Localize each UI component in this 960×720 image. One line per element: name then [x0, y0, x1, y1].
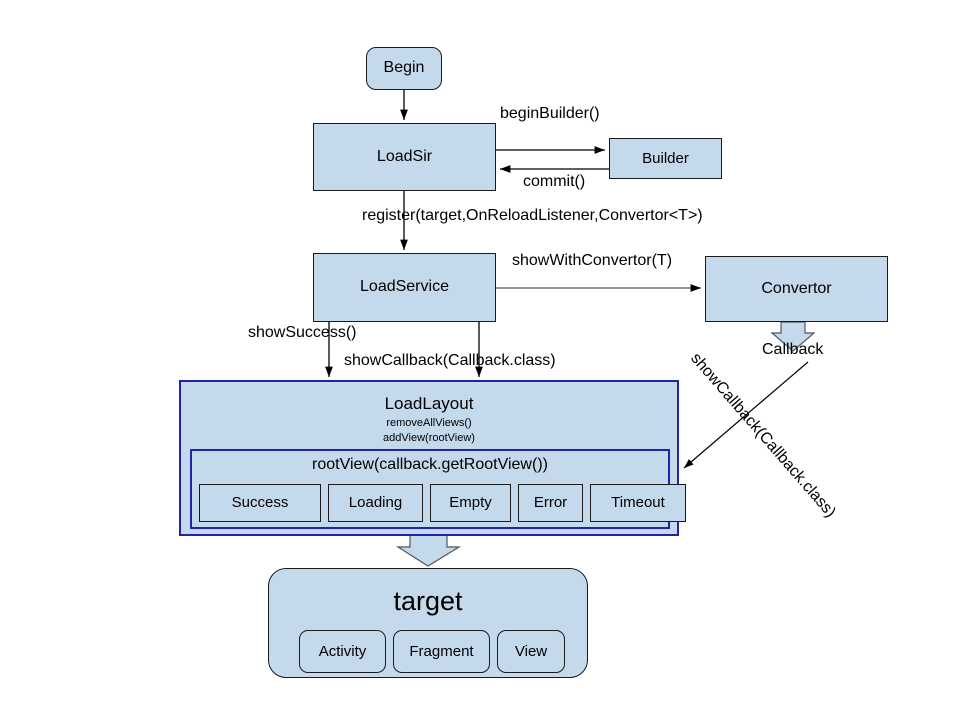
- node-loadservice[interactable]: LoadService: [313, 253, 496, 322]
- loadlayout-title: LoadLayout: [384, 394, 474, 413]
- target-chip-row: Activity Fragment View: [299, 630, 565, 673]
- target-chip-fragment-label: Fragment: [409, 642, 474, 660]
- target-title: target: [393, 586, 463, 616]
- loadlayout-header: LoadLayout removeAllViews() addView(root…: [181, 382, 677, 445]
- state-box-success-label: Success: [231, 494, 289, 512]
- node-loadlayout[interactable]: LoadLayout removeAllViews() addView(root…: [179, 380, 686, 536]
- target-chip-activity-label: Activity: [318, 642, 367, 660]
- loadlayout-subline-1: removeAllViews(): [386, 416, 472, 429]
- node-target[interactable]: target Activity Fragment View: [268, 568, 588, 678]
- state-box-empty-label: Empty: [449, 494, 492, 512]
- edge-label-callback: Callback: [762, 341, 824, 358]
- node-loadservice-label: LoadService: [360, 278, 449, 296]
- node-convertor[interactable]: Convertor: [705, 256, 888, 322]
- state-box-error-label: Error: [533, 494, 568, 512]
- node-rootview[interactable]: rootView(callback.getRootView()) Success…: [190, 449, 686, 529]
- node-loadsir[interactable]: LoadSir: [313, 123, 496, 191]
- edge-label-show-callback: showCallback(Callback.class): [344, 352, 556, 369]
- edge-label-callback-to-rootview: showCallback(Callback.class): [687, 350, 839, 521]
- loadlayout-subline-2: addView(rootView): [383, 432, 475, 445]
- node-convertor-label: Convertor: [761, 279, 832, 297]
- target-chip-fragment[interactable]: Fragment: [393, 630, 490, 673]
- target-chip-activity[interactable]: Activity: [299, 630, 386, 673]
- state-box-timeout-label: Timeout: [611, 494, 665, 512]
- node-begin[interactable]: Begin: [366, 47, 442, 90]
- target-chip-view[interactable]: View: [497, 630, 565, 673]
- state-box-empty[interactable]: Empty: [430, 484, 511, 522]
- edge-label-begin-builder: beginBuilder(): [500, 105, 600, 122]
- edge-label-register: register(target,OnReloadListener,Convert…: [362, 207, 703, 224]
- node-builder[interactable]: Builder: [609, 138, 722, 179]
- target-chip-view-label: View: [514, 642, 548, 660]
- state-box-loading[interactable]: Loading: [328, 484, 423, 522]
- state-box-row: Success Loading Empty Error Timeout: [199, 484, 686, 522]
- edge-label-show-with-convertor: showWithConvertor(T): [512, 252, 673, 269]
- edge-label-show-success: showSuccess(): [248, 324, 357, 341]
- state-box-timeout[interactable]: Timeout: [590, 484, 686, 522]
- node-builder-label: Builder: [642, 149, 689, 167]
- edge-label-commit: commit(): [523, 173, 586, 190]
- state-box-error[interactable]: Error: [518, 484, 583, 522]
- node-loadsir-label: LoadSir: [376, 147, 433, 165]
- rootview-title: rootView(callback.getRootView()): [312, 456, 548, 473]
- state-box-success[interactable]: Success: [199, 484, 321, 522]
- node-begin-label: Begin: [383, 59, 425, 77]
- state-box-loading-label: Loading: [348, 494, 403, 512]
